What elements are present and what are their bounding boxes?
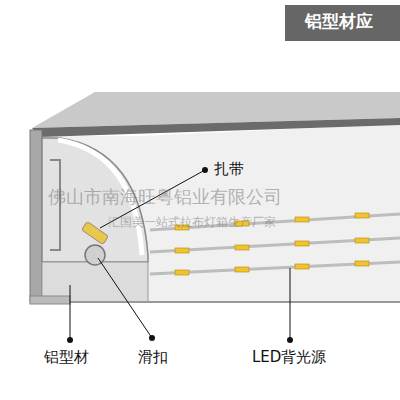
led-strip — [150, 262, 400, 274]
led-chip — [355, 238, 369, 243]
top-edge — [32, 118, 400, 137]
led-chip — [295, 217, 309, 222]
led-chip — [175, 270, 189, 275]
led-chip — [295, 241, 309, 246]
profile-side — [30, 130, 42, 302]
leader-line — [98, 258, 152, 338]
box-interior — [40, 124, 400, 302]
part-label: 铝型材 — [44, 350, 89, 365]
led-chip — [355, 261, 369, 266]
zip-tie — [81, 221, 108, 244]
led-chip — [295, 264, 309, 269]
part-label: 扎带 — [214, 162, 244, 177]
header-title: 铝型材应 — [305, 13, 373, 30]
leader-dot — [287, 337, 293, 343]
bottom-edge — [40, 301, 400, 303]
watermark: 佛山市南海旺粤铝业有限公司 — [48, 188, 282, 206]
part-label: 滑扣 — [138, 350, 168, 365]
part-label: LED背光源 — [252, 350, 326, 365]
led-chip — [235, 267, 249, 272]
led-strip — [150, 238, 400, 252]
header-band — [285, 5, 400, 41]
profile-foot — [30, 296, 70, 304]
leader-line — [290, 268, 291, 340]
leader-dot — [202, 167, 208, 173]
leader-line — [70, 285, 71, 340]
watermark: 汇国美一站式拉布灯箱生产厂家 — [108, 216, 276, 228]
slider-clip — [85, 245, 105, 265]
leader-dot — [67, 337, 73, 343]
leader-dot — [149, 335, 155, 341]
led-chip — [355, 213, 369, 218]
led-chip — [175, 248, 189, 253]
led-chip — [235, 245, 249, 250]
